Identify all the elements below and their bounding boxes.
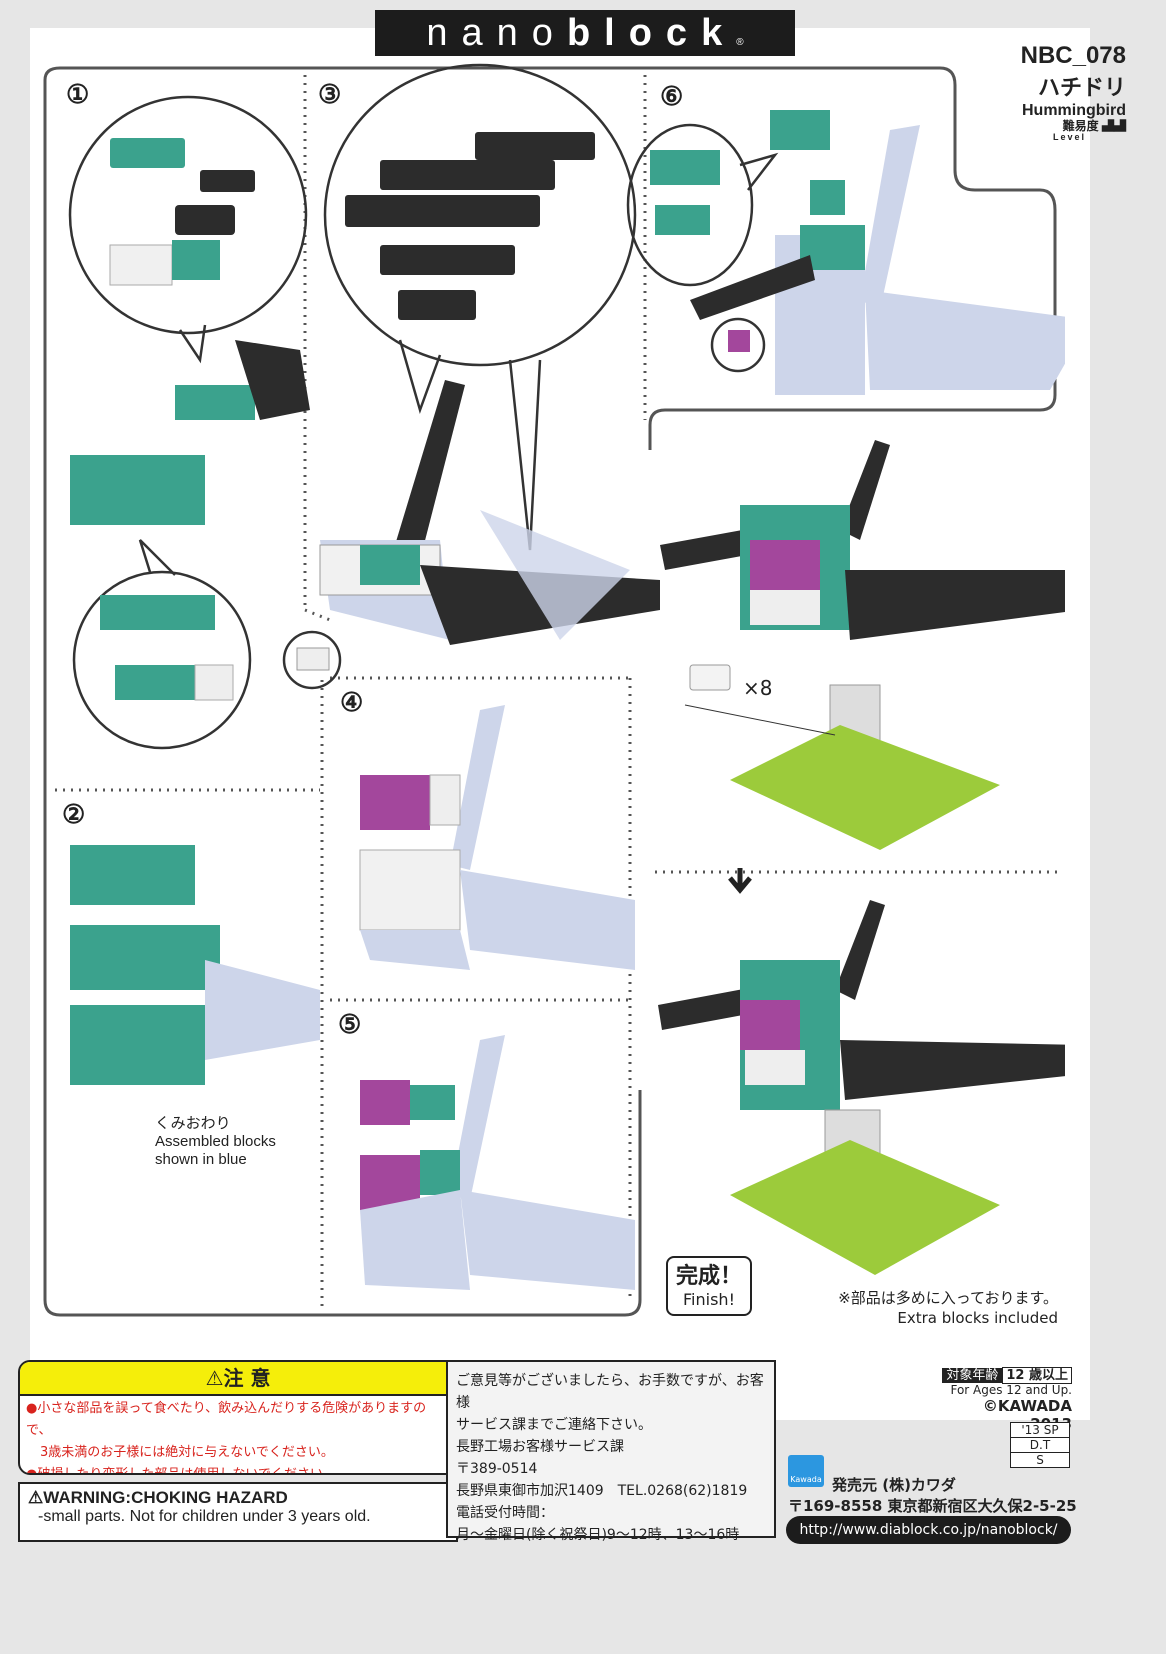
- instruction-illustrations: [43, 63, 1065, 1317]
- caution-line-2: 3歳未満のお子様には絶対に与えないでください。: [40, 1445, 334, 1460]
- step-5-label: ⑤: [338, 1010, 362, 1040]
- step2-parts: [70, 845, 320, 1085]
- pillar-count: ×8: [743, 676, 773, 700]
- model-info: NBC_078 ハチドリ Hummingbird 難易度 ▟▟ Level: [1021, 42, 1126, 142]
- dividers: [55, 75, 1060, 1310]
- caution-line-1: ●小さな部品を誤って食べたり、飲み込んだりする危険がありますので、: [26, 1401, 427, 1438]
- nanoblock-logo: nanoblock®: [375, 10, 795, 56]
- detail-bubbles: [68, 63, 779, 750]
- print-code: D.T: [1011, 1438, 1069, 1453]
- step-3-label: ③: [318, 80, 342, 110]
- step1-parts: [70, 138, 310, 701]
- note-jp: くみおわり: [155, 1115, 231, 1132]
- age-label: 対象年齢: [942, 1368, 1003, 1383]
- step5-parts: [360, 1035, 635, 1290]
- model-name-jp: ハチドリ: [1037, 75, 1126, 100]
- publisher-name: 発売元 (株)カワダ: [832, 1476, 956, 1494]
- caution-line-3: ●破損したり変形した部品は使用しないでください。: [26, 1467, 336, 1475]
- warning-box: ⚠WARNING:CHOKING HAZARD -small parts. No…: [18, 1482, 458, 1542]
- contact-line: ご意見等がございましたら、お手数ですが、お客様: [456, 1373, 764, 1411]
- step6-parts: [650, 110, 1065, 395]
- contact-line: 長野工場お客様サービス課: [456, 1439, 624, 1455]
- contact-line: サービス課までご連絡下さい。: [456, 1417, 652, 1433]
- step-4-label: ④: [340, 688, 364, 718]
- age-en: For Ages 12 and Up.: [950, 1383, 1072, 1397]
- difficulty-jp: 難易度: [1062, 119, 1099, 133]
- extra-jp: ※部品は多めに入っております。: [838, 1289, 1058, 1307]
- age-value: 12 歳以上: [1002, 1367, 1072, 1384]
- publisher-address: 〒169-8558 東京都新宿区大久保2-5-25: [788, 1497, 1077, 1515]
- print-codes: '13 SP D.T S: [1010, 1422, 1070, 1468]
- extra-blocks-note: ※部品は多めに入っております。 Extra blocks included: [838, 1288, 1058, 1328]
- step3-parts: [296, 132, 660, 671]
- note-en-1: Assembled blocks: [155, 1133, 276, 1150]
- caution-box: ⚠注 意 ●小さな部品を誤って食べたり、飲み込んだりする危険がありますので、 3歳…: [18, 1360, 458, 1475]
- frame-outline: [43, 66, 1057, 1317]
- customer-service-box: ご意見等がございましたら、お手数ですが、お客様 サービス課までご連絡下さい。 長…: [446, 1360, 776, 1543]
- hummingbird-model: [660, 440, 1065, 894]
- contact-line: 〒389-0514: [456, 1461, 538, 1477]
- step-6-label: ⑥: [660, 82, 684, 112]
- step4-parts: [359, 705, 635, 970]
- contact-line: 長野県東御市加沢1409 TEL.0268(62)1819: [456, 1483, 748, 1499]
- step-1-label: ①: [66, 80, 90, 110]
- hummingbird-finished: [658, 900, 1065, 1275]
- step-2-label: ②: [62, 800, 86, 830]
- model-code: NBC_078: [1020, 42, 1126, 69]
- print-code: S: [1036, 1453, 1044, 1467]
- note-en-2: shown in blue: [155, 1151, 247, 1168]
- extra-en: Extra blocks included: [897, 1309, 1058, 1327]
- caution-title: ⚠注 意: [20, 1362, 456, 1396]
- kawada-logo: Kawada: [788, 1455, 824, 1487]
- contact-line: 電話受付時間：: [456, 1505, 554, 1521]
- finish-badge: 完成！ Finish!: [666, 1256, 752, 1316]
- finish-en: Finish!: [683, 1290, 735, 1309]
- difficulty-blocks-icon: ▟▟: [1101, 119, 1126, 133]
- contact-line: 月～金曜日(除く祝祭日)9～12時、13～16時: [456, 1527, 740, 1543]
- finish-jp: 完成！: [675, 1264, 742, 1289]
- warning-title: ⚠WARNING:CHOKING HAZARD: [28, 1488, 288, 1507]
- warning-text: -small parts. Not for children under 3 y…: [38, 1508, 371, 1525]
- website-link[interactable]: http://www.diablock.co.jp/nanoblock/: [786, 1516, 1071, 1544]
- print-code: '13 SP: [1011, 1423, 1069, 1438]
- model-name-en: Hummingbird: [1022, 102, 1126, 119]
- assembled-note: くみおわり Assembled blocks shown in blue: [155, 1115, 276, 1169]
- difficulty-en: Level: [1052, 132, 1086, 142]
